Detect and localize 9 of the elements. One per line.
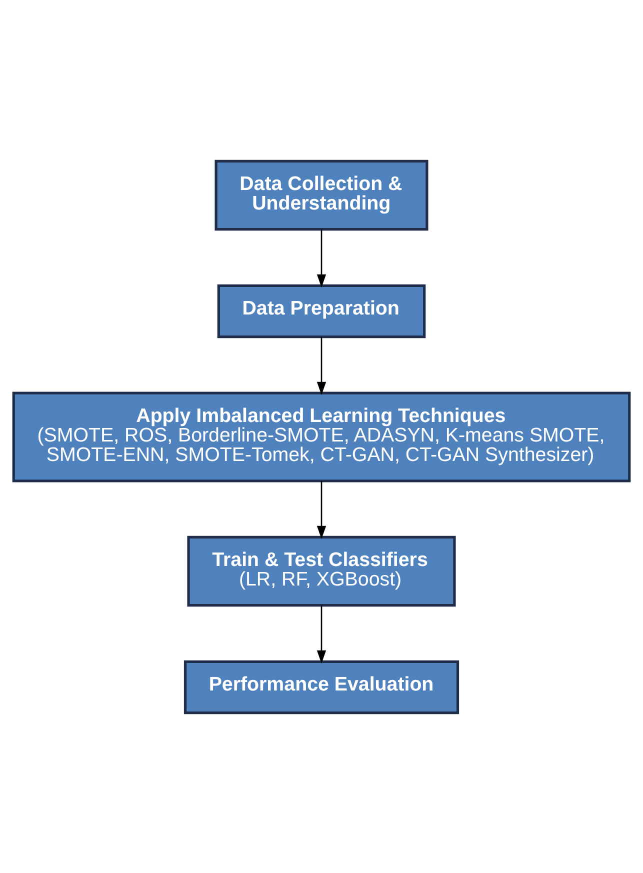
node-box: Performance Evaluation [184, 660, 460, 714]
arrow [316, 228, 326, 287]
node-box: Data Collection & Understanding [214, 159, 428, 230]
arrow [316, 604, 326, 663]
node-box: Train & Test Classifiers (LR, RF, XGBoost) [187, 535, 456, 606]
node-box: Apply Imbalanced Learning Techniques (SMOTE, ROS, Borderline-SMOTE, ADASYN, K-means SMOTE, SMOTE-ENN, SMOTE-Tomek, CT-GAN, CT-GAN Synthesizer) [12, 391, 631, 482]
arrow [316, 480, 326, 539]
node-box: Data Preparation [217, 284, 426, 338]
arrow [316, 336, 326, 394]
